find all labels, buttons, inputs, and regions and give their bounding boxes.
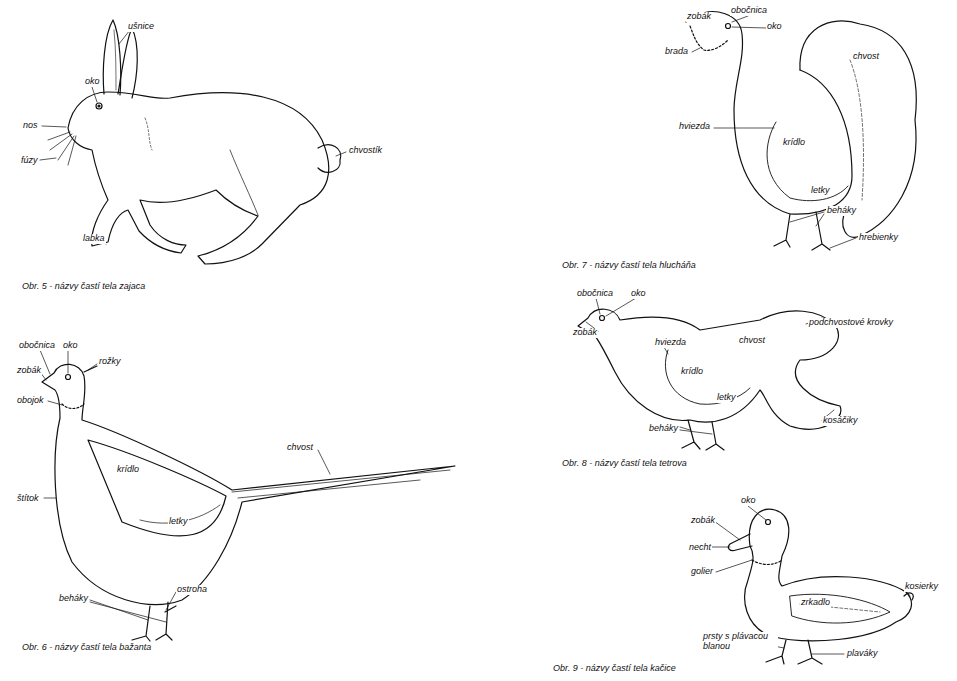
pheasant-drawing [42,364,455,641]
part-label: hrebienky [858,233,899,243]
part-label: plaváky [846,649,879,659]
part-label: beháky [58,594,89,604]
part-label: obojok [16,396,45,406]
part-label: ušnice [127,22,155,32]
figure-caption: Obr. 6 - názvy častí tela bažanta [22,643,151,653]
part-label: štítok [16,494,40,504]
part-label: oko [766,22,783,32]
part-label: golier [690,567,714,577]
part-label: letky [716,393,737,403]
part-label: oko [740,496,757,506]
part-label: obočnica [576,289,614,299]
part-label: krídlo [782,138,806,148]
figure-caption: Obr. 8 - názvy častí tela tetrova [562,459,687,469]
part-label: necht [688,543,712,553]
part-label: zobák [690,516,716,526]
figure-caption: Obr. 7 - názvy častí tela hlucháňa [562,261,696,271]
part-label: ostroha [176,585,208,595]
figure-caption: Obr. 9 - názvy častí tela kačice [553,664,676,674]
part-label: chvost [852,52,880,62]
capercaillie-drawing [686,12,916,250]
part-label: rožky [98,357,122,367]
part-label: fúzy [20,156,39,166]
part-label: beháky [826,206,857,216]
part-label: chvost [286,443,314,453]
part-label: hviezda [678,122,711,132]
black-grouse-drawing [578,309,841,450]
part-label: beháky [648,424,679,434]
part-label: krídlo [116,465,140,475]
part-label: kosáčiky [822,416,859,426]
part-label: letky [168,517,189,527]
part-label: nos [22,121,39,131]
part-label: prsty s plávacou blanou [702,632,778,652]
part-label: kosierky [904,582,939,592]
part-label: chvost [738,336,766,346]
part-label: letky [810,186,831,196]
part-label: oko [62,341,79,351]
hare-drawing [48,20,341,264]
part-label: obočnica [730,6,768,16]
part-label: oko [630,289,647,299]
leader-lines [40,16,910,654]
part-label: obočnica [18,341,56,351]
part-label: zobák [16,366,42,376]
part-label: oko [84,77,101,87]
part-label: chvostík [348,146,383,156]
part-label: zobák [686,12,712,22]
part-label: brada [664,47,689,57]
part-label: krídlo [680,367,704,377]
part-label: labka [82,234,106,244]
part-label: podchvostové krovky [808,318,894,328]
part-label: zrkadlo [800,598,831,608]
part-label: zobák [572,328,598,338]
figure-caption: Obr. 5 - názvy častí tela zajaca [22,282,145,292]
part-label: hviezda [654,338,687,348]
